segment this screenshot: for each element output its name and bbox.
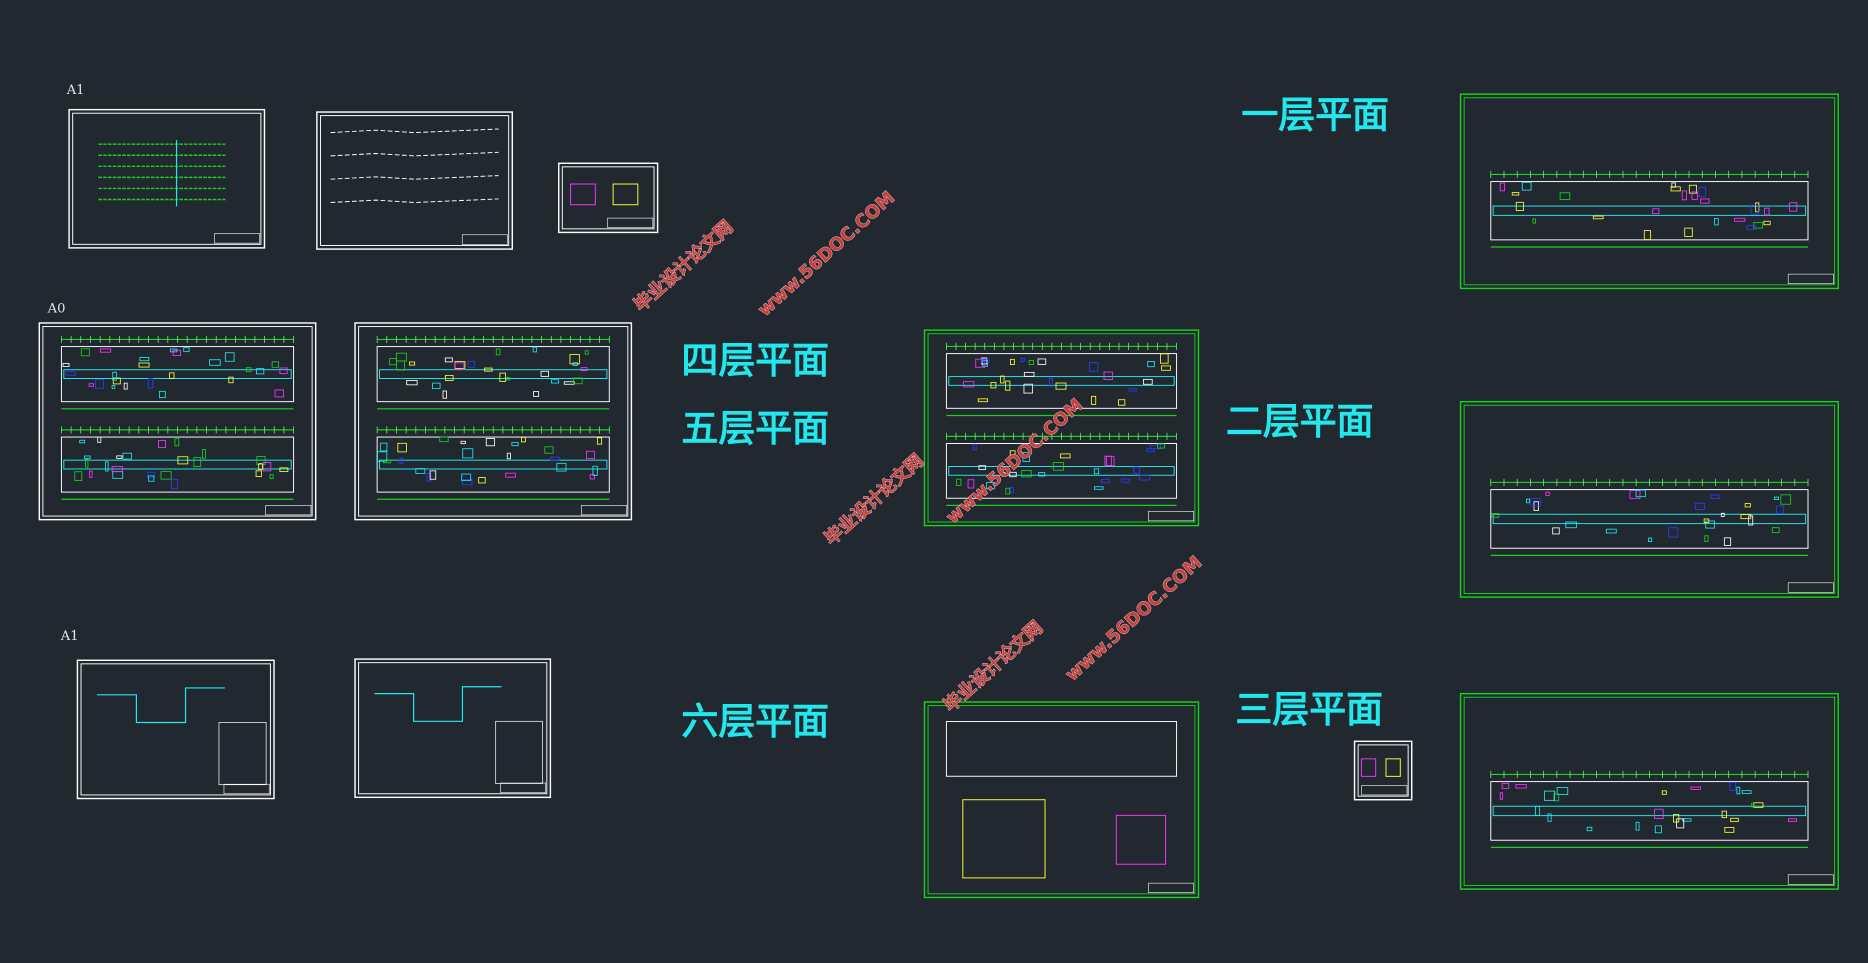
watermark-1: 毕业设计论文网 www.56DOC.COM (629, 187, 899, 321)
drawing-sheet-isometric[interactable] (316, 111, 513, 250)
sheet-label-a1-top: A1 (66, 83, 85, 98)
drawing-sheet-floor-4-5[interactable] (923, 329, 1200, 527)
watermark-2: 毕业设计论文网 www.56DOC.COM (820, 394, 1088, 550)
floor-title-4: 四层平面 (681, 339, 829, 382)
drawing-sheet-floor-1[interactable] (1459, 93, 1839, 290)
sheet-label-a1-bottom: A1 (60, 629, 79, 644)
watermark-3: 毕业设计论文网 www.56DOC.COM (939, 552, 1207, 717)
floor-title-2: 二层平面 (1226, 400, 1374, 443)
watermark-site-name: 毕业设计论文网 (820, 450, 928, 550)
drawing-sheet-detail-mini[interactable] (1353, 740, 1413, 801)
watermark-url: www.56DOC.COM (1061, 552, 1206, 685)
watermark-url: www.56DOC.COM (754, 187, 899, 320)
floor-title-6: 六层平面 (681, 700, 829, 743)
drawing-sheet-a0-right[interactable] (354, 322, 633, 521)
drawing-sheet-floor-3[interactable] (1459, 692, 1839, 890)
floor-title-5: 五层平面 (681, 407, 829, 450)
drawing-sheet-system-diagram[interactable] (68, 108, 266, 249)
sheet-label-a0: A0 (47, 301, 66, 316)
drawing-sheet-floor-2[interactable] (1459, 400, 1839, 598)
drawing-sheet-detail-small[interactable] (558, 162, 659, 234)
drawing-sheet-a0-left[interactable] (38, 322, 317, 521)
drawing-sheet-pipe-right[interactable] (354, 658, 552, 799)
watermark-url: www.56DOC.COM (942, 395, 1087, 528)
watermark-site-name: 毕业设计论文网 (630, 216, 738, 316)
drawing-sheet-floor-6[interactable] (923, 701, 1200, 899)
floor-title-1: 一层平面 (1241, 94, 1389, 137)
floor-title-3: 三层平面 (1235, 688, 1383, 731)
drawing-sheet-pipe-left[interactable] (76, 659, 275, 800)
